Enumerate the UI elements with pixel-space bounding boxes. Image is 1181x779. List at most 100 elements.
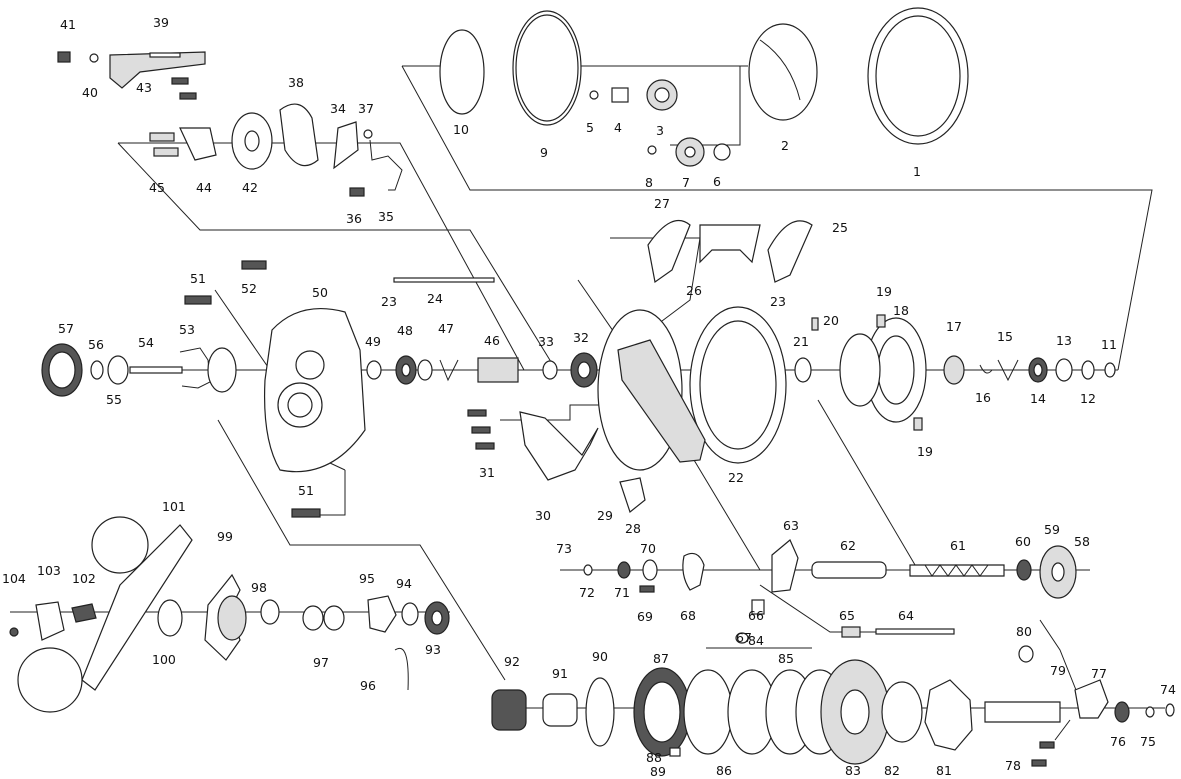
- part-label: 45: [149, 180, 165, 195]
- part-label: 39: [153, 15, 169, 30]
- part-label: 19: [917, 444, 933, 459]
- part-label: 95: [359, 571, 375, 586]
- part-label: 3: [656, 123, 664, 138]
- part-label: 58: [1074, 534, 1090, 549]
- guide-lines: [10, 65, 1165, 741]
- part-label: 103: [37, 563, 61, 578]
- part-label: 61: [950, 538, 966, 553]
- part-label: 96: [360, 678, 376, 693]
- part-label: 76: [1110, 734, 1126, 749]
- part-label: 38: [288, 75, 304, 90]
- part-label: 56: [88, 337, 104, 352]
- part-label: 75: [1140, 734, 1156, 749]
- part-label: 101: [162, 499, 186, 514]
- part-label: 70: [640, 541, 656, 556]
- part-label: 91: [552, 666, 568, 681]
- part-label: 27: [654, 196, 670, 211]
- part-label: 33: [538, 334, 554, 349]
- part-label: 73: [556, 541, 572, 556]
- part-label: 93: [425, 642, 441, 657]
- part-label: 14: [1030, 391, 1046, 406]
- part-label: 64: [898, 608, 914, 623]
- part-shapes: [9, 7, 1175, 767]
- part-label: 51: [298, 483, 314, 498]
- part-label: 24: [427, 291, 443, 306]
- part-label: 86: [716, 763, 732, 778]
- part-label: 11: [1101, 337, 1117, 352]
- part-label: 87: [653, 651, 669, 666]
- part-label: 90: [592, 649, 608, 664]
- part-label: 23: [770, 294, 786, 309]
- part-label: 102: [72, 571, 96, 586]
- part-label: 71: [614, 585, 630, 600]
- part-label: 69: [637, 609, 653, 624]
- part-label: 12: [1080, 391, 1096, 406]
- part-label: 30: [535, 508, 551, 523]
- part-label: 18: [893, 303, 909, 318]
- part-label: 82: [884, 763, 900, 778]
- part-label: 84: [748, 633, 764, 648]
- part-label: 57: [58, 321, 74, 336]
- part-label: 42: [242, 180, 258, 195]
- part-label: 2: [781, 138, 789, 153]
- part-label: 32: [573, 330, 589, 345]
- part-label: 100: [152, 652, 176, 667]
- part-labels: 1 2 3 4 5 6 7 8 9 10 11 12 13 14 15 16 1…: [2, 15, 1176, 779]
- part-label: 94: [396, 576, 412, 591]
- part-label: 41: [60, 17, 76, 32]
- part-label: 35: [378, 209, 394, 224]
- part-label: 49: [365, 334, 381, 349]
- part-label: 1: [913, 164, 921, 179]
- part-label: 77: [1091, 666, 1107, 681]
- part-label: 46: [484, 333, 500, 348]
- part-label: 43: [136, 80, 152, 95]
- part-label: 51: [190, 271, 206, 286]
- part-label: 50: [312, 285, 328, 300]
- part-label: 20: [823, 313, 839, 328]
- part-label: 55: [106, 392, 122, 407]
- part-label: 68: [680, 608, 696, 623]
- part-label: 31: [479, 465, 495, 480]
- part-label: 37: [358, 101, 374, 116]
- part-label: 54: [138, 335, 154, 350]
- part-label: 44: [196, 180, 212, 195]
- part-label: 25: [832, 220, 848, 235]
- part-label: 10: [453, 122, 469, 137]
- part-label: 62: [840, 538, 856, 553]
- part-label: 15: [997, 329, 1013, 344]
- part-label: 99: [217, 529, 233, 544]
- part-label: 104: [2, 571, 26, 586]
- part-label: 7: [682, 175, 690, 190]
- part-label: 17: [946, 319, 962, 334]
- part-label: 4: [614, 120, 622, 135]
- part-label: 79: [1050, 663, 1066, 678]
- part-label: 89: [650, 764, 666, 779]
- part-label: 29: [597, 508, 613, 523]
- part-label: 40: [82, 85, 98, 100]
- part-label: 97: [313, 655, 329, 670]
- part-label: 98: [251, 580, 267, 595]
- part-label: 21: [793, 334, 809, 349]
- part-label: 23: [381, 294, 397, 309]
- part-label: 92: [504, 654, 520, 669]
- part-label: 53: [179, 322, 195, 337]
- part-label: 88: [646, 750, 662, 765]
- part-label: 72: [579, 585, 595, 600]
- part-label: 78: [1005, 758, 1021, 773]
- part-label: 59: [1044, 522, 1060, 537]
- part-label: 66: [748, 608, 764, 623]
- part-label: 13: [1056, 333, 1072, 348]
- part-label: 6: [713, 174, 721, 189]
- part-label: 83: [845, 763, 861, 778]
- part-label: 63: [783, 518, 799, 533]
- part-label: 52: [241, 281, 257, 296]
- part-label: 26: [686, 283, 702, 298]
- part-label: 34: [330, 101, 346, 116]
- part-label: 22: [728, 470, 744, 485]
- part-label: 8: [645, 175, 653, 190]
- part-label: 81: [936, 763, 952, 778]
- part-label: 36: [346, 211, 362, 226]
- part-label: 80: [1016, 624, 1032, 639]
- part-label: 16: [975, 390, 991, 405]
- part-label: 47: [438, 321, 454, 336]
